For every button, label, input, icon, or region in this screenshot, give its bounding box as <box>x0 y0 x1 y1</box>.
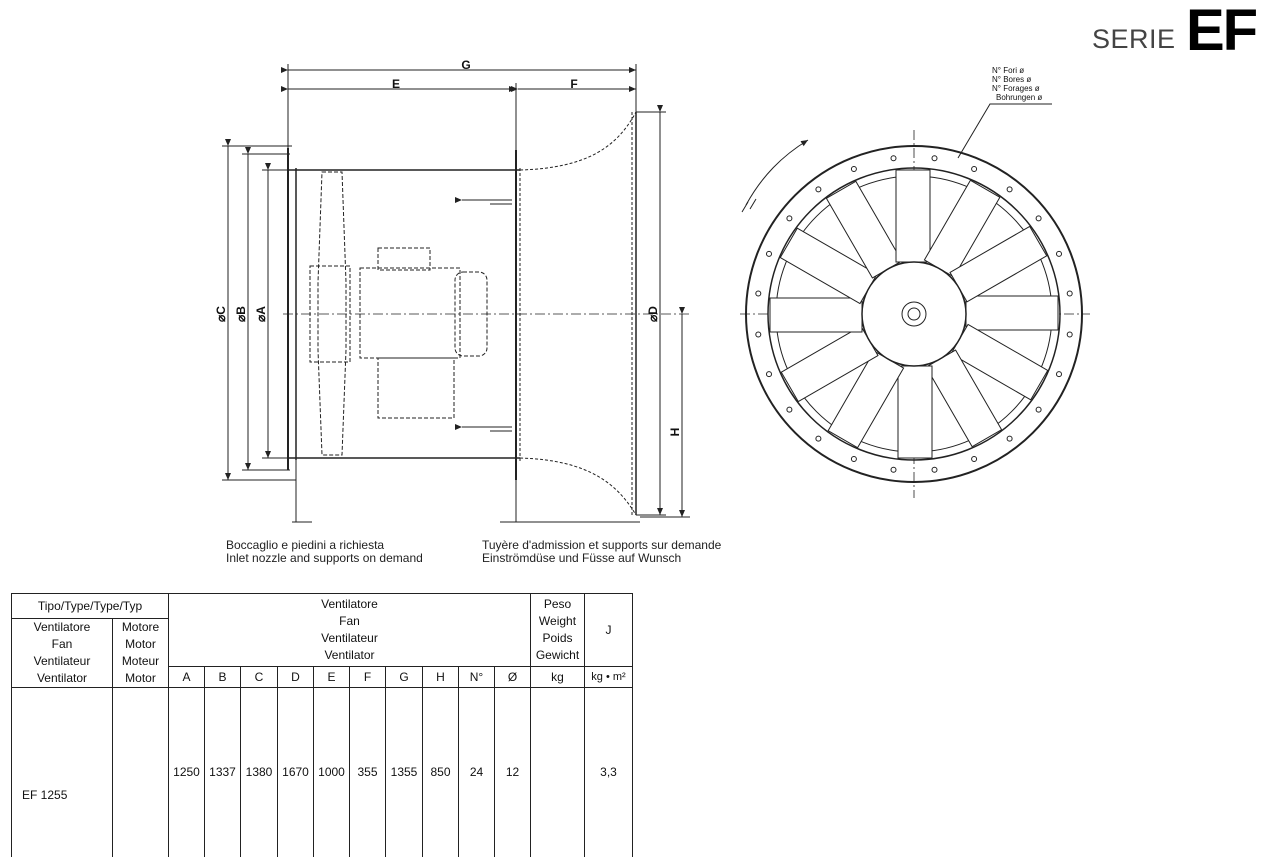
fan-group-line-3: Ventilateur <box>169 630 530 647</box>
bolt-hole <box>787 216 792 221</box>
bolt-hole <box>1057 372 1062 377</box>
row-motor-type <box>113 688 169 857</box>
col-header-hole-diameter: Ø <box>495 667 531 688</box>
table-row: EF 1255 1250 1337 1380 1670 1000 355 135… <box>12 688 633 857</box>
col-header-e: E <box>314 667 350 688</box>
holes-note-line-1: N° Fori ø <box>992 66 1024 75</box>
bolt-hole <box>932 156 937 161</box>
dim-label-c: ⌀C <box>214 306 228 322</box>
spec-table: Tipo/Type/Type/Typ Ventilatore Fan Venti… <box>11 593 633 857</box>
technical-drawing: G E F ⌀C ⌀B ⌀A ⌀D H N° Fori ø N° Bores ø… <box>0 0 1271 590</box>
row-value-h: 850 <box>423 688 459 857</box>
row-value-e: 1000 <box>314 688 350 857</box>
weight-line-3: Poids <box>531 630 584 647</box>
bolt-hole <box>1007 187 1012 192</box>
motor-type-line-3: Moteur <box>113 653 168 670</box>
weight-line-4: Gewicht <box>531 647 584 664</box>
dim-label-e: E <box>392 77 400 91</box>
row-value-f: 355 <box>350 688 386 857</box>
col-header-a: A <box>169 667 205 688</box>
bolt-hole <box>1057 251 1062 256</box>
bolt-hole <box>1067 332 1072 337</box>
caption-right-line-2: Einströmdüse und Füsse auf Wunsch <box>482 552 721 565</box>
motor-type-line-1: Motore <box>113 619 168 636</box>
bolt-hole <box>756 332 761 337</box>
col-header-g: G <box>386 667 423 688</box>
fan-type-line-2: Fan <box>12 636 112 653</box>
row-value-g: 1355 <box>386 688 423 857</box>
row-value-hole-diameter: 12 <box>495 688 531 857</box>
dim-label-a: ⌀A <box>254 306 268 322</box>
bolt-hole <box>767 251 772 256</box>
dim-label-h: H <box>668 428 682 437</box>
bolt-hole <box>1007 436 1012 441</box>
motor-type-line-2: Motor <box>113 636 168 653</box>
row-value-d: 1670 <box>278 688 314 857</box>
bolt-hole <box>756 291 761 296</box>
bolt-hole <box>932 467 937 472</box>
caption-left: Boccaglio e piedini a richiesta Inlet no… <box>226 539 423 565</box>
dim-label-f: F <box>570 77 577 91</box>
fan-group-line-4: Ventilator <box>169 647 530 664</box>
motor-type-header: Motore Motor Moteur Motor <box>113 619 169 688</box>
dim-label-d: ⌀D <box>646 306 660 322</box>
caption-right: Tuyère d'admission et supports sur deman… <box>482 539 721 565</box>
bolt-hole <box>1067 291 1072 296</box>
col-header-holes: N° <box>459 667 495 688</box>
bolt-hole <box>816 187 821 192</box>
holes-note-line-2: N° Bores ø <box>992 75 1031 84</box>
dim-label-g: G <box>461 58 470 72</box>
dim-label-b: ⌀B <box>234 306 248 322</box>
fan-group-line-1: Ventilatore <box>169 596 530 613</box>
motor-type-line-4: Motor <box>113 670 168 687</box>
col-header-h: H <box>423 667 459 688</box>
fan-type-line-3: Ventilateur <box>12 653 112 670</box>
fan-group-line-2: Fan <box>169 613 530 630</box>
row-value-holes: 24 <box>459 688 495 857</box>
bolt-hole <box>1036 216 1041 221</box>
row-j: 3,3 <box>585 688 633 857</box>
bolt-hole <box>851 167 856 172</box>
caption-left-line-2: Inlet nozzle and supports on demand <box>226 552 423 565</box>
col-header-c: C <box>241 667 278 688</box>
holes-note-line-3: N° Forages ø <box>992 84 1040 93</box>
weight-line-1: Peso <box>531 596 584 613</box>
bolt-hole <box>767 372 772 377</box>
bolt-hole <box>891 156 896 161</box>
row-value-a: 1250 <box>169 688 205 857</box>
fan-group-header: Ventilatore Fan Ventilateur Ventilator <box>169 594 531 667</box>
row-value-c: 1380 <box>241 688 278 857</box>
weight-line-2: Weight <box>531 613 584 630</box>
bolt-hole <box>816 436 821 441</box>
bolt-hole <box>972 167 977 172</box>
bolt-hole <box>851 457 856 462</box>
weight-header: Peso Weight Poids Gewicht <box>531 594 585 667</box>
bolt-hole <box>972 457 977 462</box>
fan-type-line-1: Ventilatore <box>12 619 112 636</box>
col-header-b: B <box>205 667 241 688</box>
tipo-header: Tipo/Type/Type/Typ <box>12 594 169 619</box>
fan-type-header: Ventilatore Fan Ventilateur Ventilator <box>12 619 113 688</box>
holes-note-line-4: Bohrungen ø <box>996 93 1042 102</box>
j-header: J <box>585 594 633 667</box>
row-value-b: 1337 <box>205 688 241 857</box>
bolt-hole <box>1036 407 1041 412</box>
col-header-j-unit: kg • m² <box>585 667 633 688</box>
fan-type-line-4: Ventilator <box>12 670 112 687</box>
col-header-f: F <box>350 667 386 688</box>
row-weight <box>531 688 585 857</box>
col-header-d: D <box>278 667 314 688</box>
row-fan-type: EF 1255 <box>12 688 113 857</box>
bolt-hole <box>891 467 896 472</box>
bolt-hole <box>787 407 792 412</box>
col-header-weight-unit: kg <box>531 667 585 688</box>
